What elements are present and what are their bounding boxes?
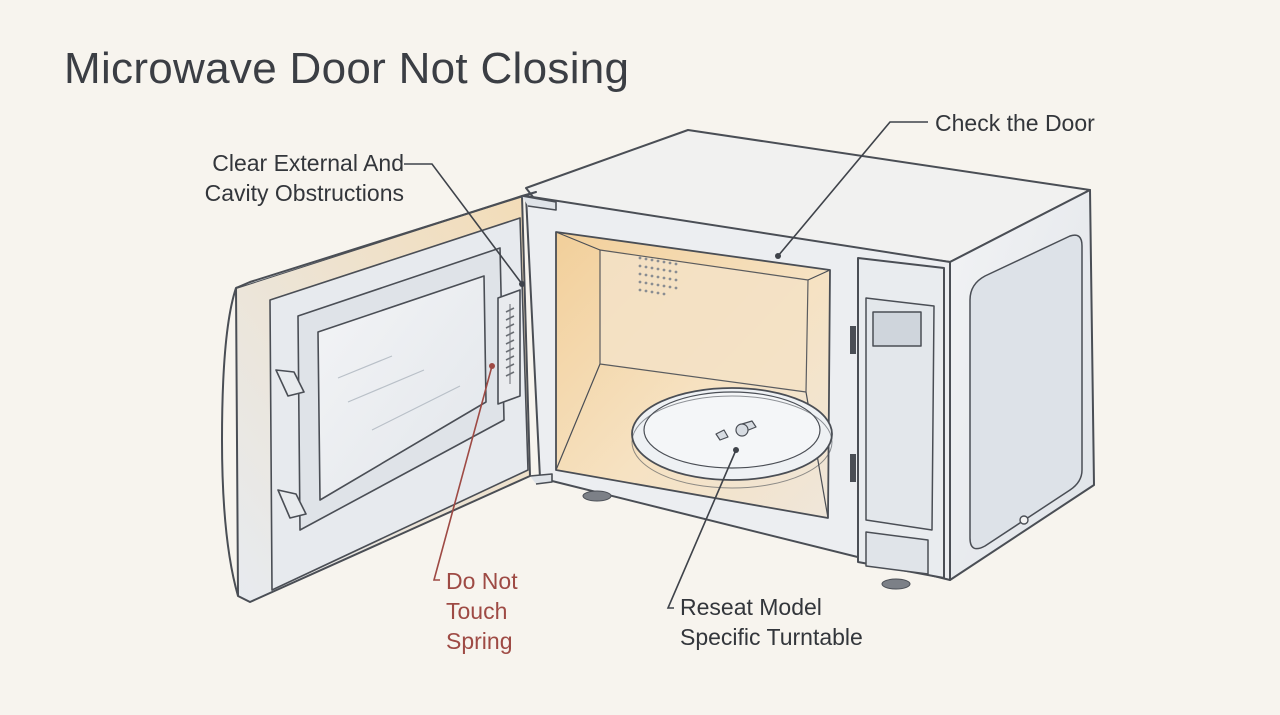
leader-spring (432, 365, 493, 581)
callout-leaders (404, 121, 928, 609)
callout-spring-line-1: Do Not (446, 568, 518, 594)
display-window (872, 311, 922, 347)
door-release-button (865, 531, 929, 575)
microwave-door (221, 191, 557, 603)
callout-clear-obstructions-line-2: Cavity Obstructions (204, 180, 404, 206)
side-recess (969, 234, 1083, 550)
page-title: Microwave Door Not Closing (64, 44, 630, 93)
door-spring (505, 304, 515, 384)
door-hinge-top (275, 369, 305, 397)
callout-check-door: Check the Door (935, 108, 1095, 138)
leader-turntable (666, 449, 737, 609)
callout-clear-obstructions: Clear External And Cavity Obstructions (174, 148, 404, 208)
callout-spring-line-3: Spring (446, 628, 513, 654)
door-window (317, 275, 487, 501)
vent-grille-dots (638, 256, 678, 296)
leader-check-door (777, 121, 928, 257)
callout-do-not-touch-spring: Do Not Touch Spring (446, 566, 518, 656)
callout-turntable-line-2: Specific Turntable (680, 624, 863, 650)
callout-turntable-line-1: Reseat Model (680, 594, 822, 620)
callout-reseat-turntable: Reseat Model Specific Turntable (680, 592, 863, 652)
callout-spring-line-2: Touch (446, 598, 508, 624)
door-latch-bracket (497, 289, 521, 405)
microwave-body (525, 129, 1095, 590)
callout-check-door-line-1: Check the Door (935, 110, 1095, 136)
leader-obstructions (404, 163, 523, 285)
callout-clear-obstructions-line-1: Clear External And (212, 150, 404, 176)
door-hinge-bottom (277, 489, 307, 519)
